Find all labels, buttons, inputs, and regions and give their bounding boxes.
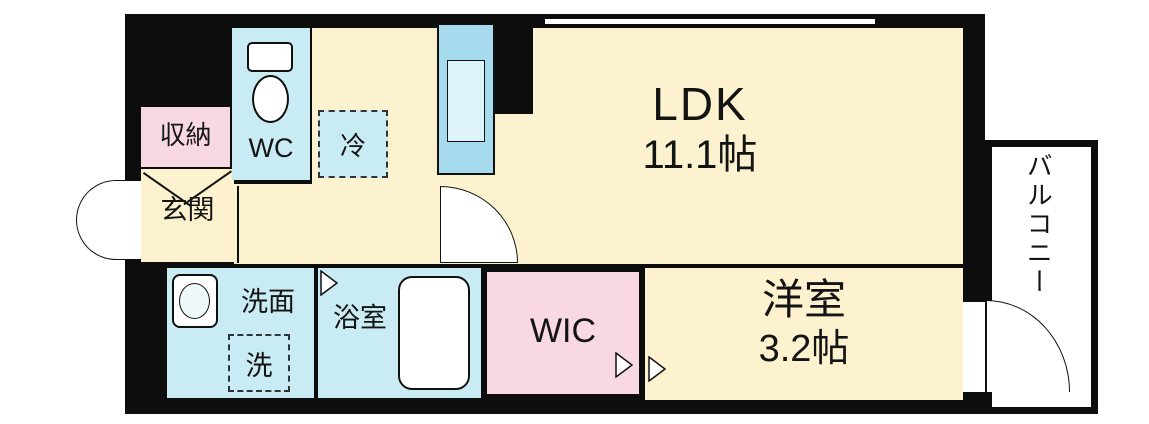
- fridge-label: 冷: [339, 130, 366, 161]
- western-room-label: 洋室: [761, 276, 846, 323]
- sink-bowl-icon: [179, 283, 210, 319]
- bathroom-door-icon: [320, 270, 338, 296]
- washer-space: 洗: [228, 334, 290, 392]
- toilet-icon: [247, 42, 293, 126]
- window: [545, 19, 875, 24]
- bathroom-label: 浴室: [333, 303, 387, 333]
- sink-icon: [172, 274, 218, 328]
- wc-label: WC: [248, 133, 294, 163]
- fridge-space: 冷: [318, 110, 388, 178]
- room-wic: [487, 272, 639, 394]
- toilet-bowl-icon: [252, 75, 289, 123]
- entrance-door-gap: [125, 181, 141, 259]
- hall-step-line: [237, 186, 239, 263]
- room-hallway: [234, 184, 440, 264]
- room-entrance: [141, 169, 234, 262]
- room-western: [645, 268, 963, 400]
- entrance-door-arc: [76, 180, 126, 260]
- bathtub-icon: [398, 276, 470, 390]
- western-room-size-label: 3.2帖: [758, 328, 850, 370]
- kitchen-sink-icon: [447, 60, 485, 142]
- closet-storage: [141, 107, 230, 167]
- ldk-size-label: 11.1帖: [642, 133, 758, 177]
- washroom-label: 洗面: [241, 287, 295, 317]
- wic-label: WIC: [529, 312, 597, 350]
- storage-label: 収納: [159, 120, 212, 150]
- ldk-label: LDK: [652, 78, 748, 130]
- balcony-door-gap: [963, 302, 985, 392]
- western-room-door-icon: [648, 356, 666, 382]
- wall-kitchen-column: [495, 28, 533, 114]
- entrance-label: 玄関: [160, 195, 215, 225]
- balcony-label: バルコニー: [1023, 152, 1054, 297]
- wic-door-icon: [615, 352, 633, 378]
- washer-label: 洗: [245, 350, 273, 381]
- toilet-tank-icon: [247, 42, 293, 72]
